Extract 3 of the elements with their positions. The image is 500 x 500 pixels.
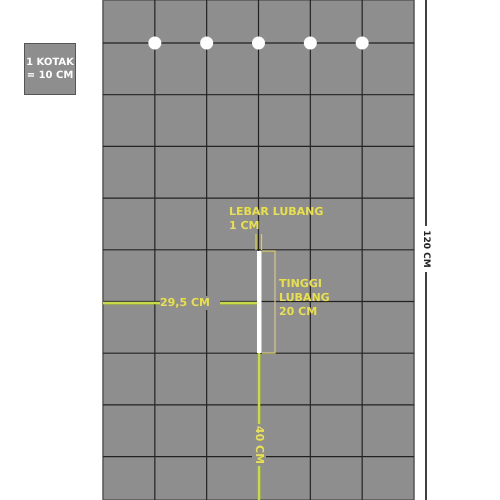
scale-note-box: 1 KOTAK = 10 CM <box>24 43 76 95</box>
dimension-label: 29,5 CM <box>160 296 220 310</box>
dimension-label: 40 CM <box>252 424 266 466</box>
